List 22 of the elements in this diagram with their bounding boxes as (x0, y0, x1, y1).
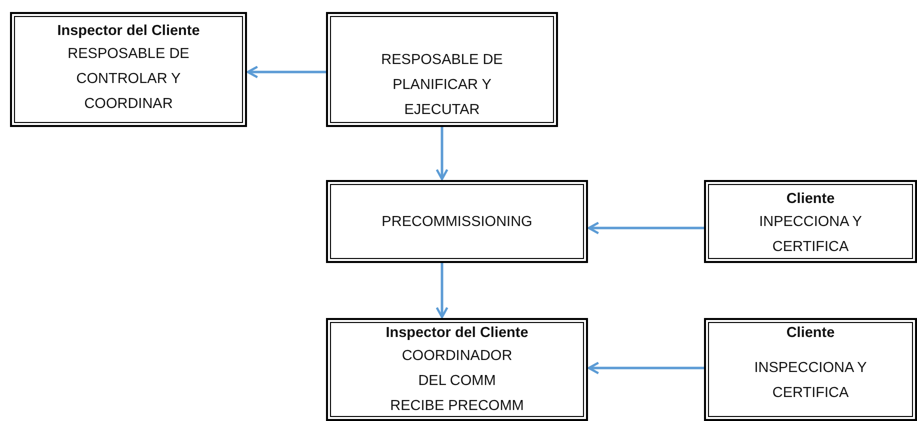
process-box (10, 12, 247, 127)
process-box (326, 318, 588, 421)
box-text: INPECCIONA Y CERTIFICA (758, 213, 863, 257)
box-text: RESPOSABLE DE PLANIFICAR Y EJECUTAR (380, 51, 504, 120)
arrow (246, 66, 326, 78)
process-box (704, 318, 917, 421)
arrow (436, 263, 448, 318)
box-text: INSPECCIONA Y CERTIFICA (753, 359, 868, 403)
process-box (326, 12, 558, 127)
box-text: RECIBE PRECOMM (390, 397, 524, 416)
box-text: RESPOSABLE DE CONTROLAR Y COORDINAR (66, 45, 190, 114)
box-heading: Cliente (786, 190, 835, 209)
box-heading: Inspector del Cliente (386, 324, 528, 343)
box-text: PRECOMMISSIONING (382, 213, 532, 232)
box-heading: Cliente (786, 324, 835, 343)
process-box (704, 180, 917, 263)
box-heading: Inspector del Cliente (57, 22, 200, 41)
box-text: COORDINADOR DEL COMM (400, 347, 514, 391)
arrow (588, 362, 704, 374)
process-box (326, 180, 588, 263)
arrow (588, 222, 704, 234)
arrow (436, 127, 448, 180)
